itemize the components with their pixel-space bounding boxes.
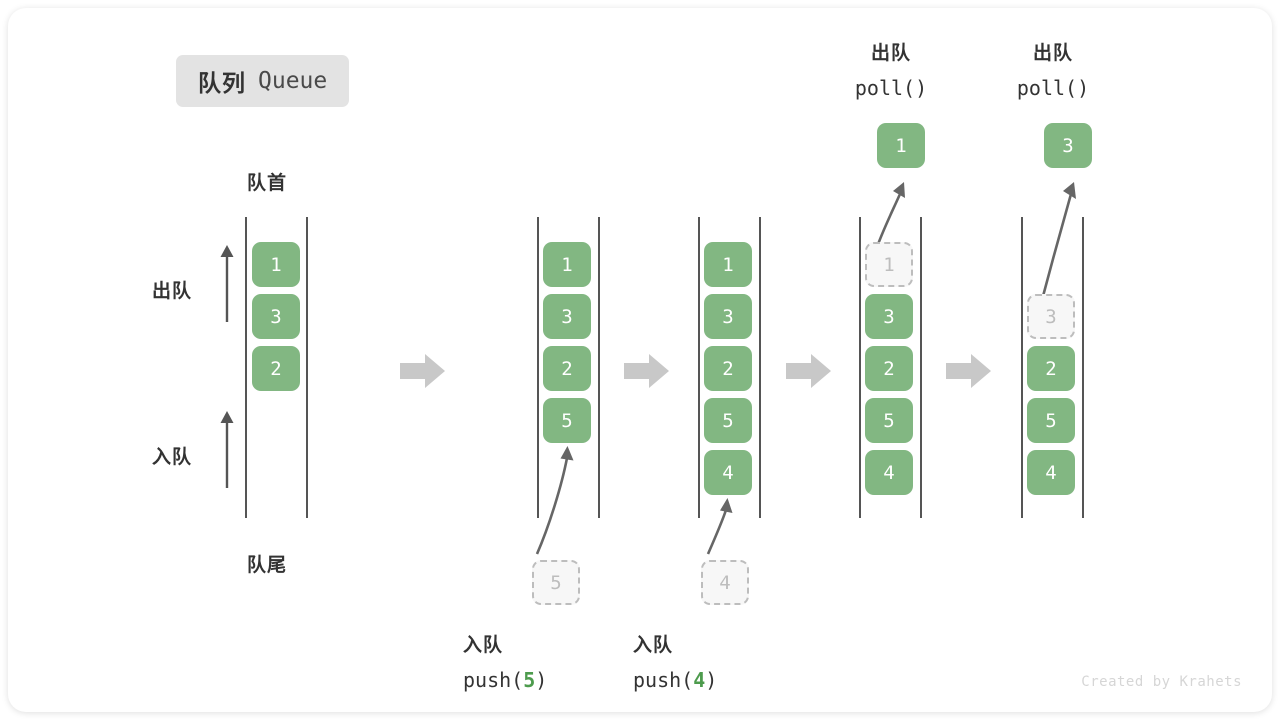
push-4-caption-fn: push(4) [633,668,718,692]
push-5-arrow [535,446,574,555]
step-arrow-1 [400,354,445,388]
step-arrow-3 [786,354,831,388]
col-after-poll-3-rail-right [1082,217,1084,518]
cell-col-initial-2: 2 [252,346,300,391]
diagram-card: 队列 Queue 队首 队尾 出队 入队 1 3 2 1 3 2 5 5 入队 … [8,8,1272,712]
cell-col-after-push-4-4: 4 [704,450,752,495]
poll-3-caption: 出队 poll() [988,36,1118,106]
col-after-push-5-rail-left [537,217,539,518]
push-4-caption-cn: 入队 [633,634,674,656]
queue-tail-label: 队尾 [247,554,288,576]
title-english: Queue [258,68,328,94]
push-5-caption: 入队 push(5) [463,628,648,698]
step-arrow-4 [946,354,991,388]
col-initial-rail-left [245,217,247,518]
cell-col-after-poll-3-3: 4 [1027,450,1075,495]
cell-col-after-poll-3-2: 5 [1027,398,1075,443]
poll-1-caption-fn: poll() [854,76,928,100]
poll-1-arrow [874,182,905,251]
col-after-push-4-rail-right [759,217,761,518]
push-4-ghost-cell: 4 [701,560,749,605]
cell-col-after-poll-1-0: 1 [865,242,913,287]
title-chinese: 队列 [198,71,246,97]
enqueue-direction-arrow [220,411,234,488]
cell-col-after-push-4-2: 2 [704,346,752,391]
cell-col-after-poll-1-3: 5 [865,398,913,443]
col-initial-rail-right [306,217,308,518]
poll-3-caption-cn: 出队 [1032,42,1073,64]
poll-1-caption-cn: 出队 [870,42,911,64]
cell-col-after-push-5-2: 2 [543,346,591,391]
step-arrow-2 [624,354,669,388]
cell-col-after-push-5-1: 3 [543,294,591,339]
dequeue-direction-arrow [220,245,234,322]
push-5-caption-cn: 入队 [463,634,504,656]
col-after-poll-1-rail-left [859,217,861,518]
cell-col-after-push-5-3: 5 [543,398,591,443]
col-after-poll-3-rail-left [1021,217,1023,518]
cell-col-initial-0: 1 [252,242,300,287]
enqueue-side-label: 入队 [152,446,193,468]
push-4-arrow [706,498,733,555]
poll-3-caption-fn: poll() [1016,76,1090,100]
cell-col-after-push-4-1: 3 [704,294,752,339]
poll-1-result-cell: 1 [877,123,925,168]
cell-col-after-poll-3-0: 3 [1027,294,1075,339]
dequeue-side-label: 出队 [152,280,193,302]
cell-col-after-poll-1-1: 3 [865,294,913,339]
poll-1-caption: 出队 poll() [826,36,956,106]
queue-head-label: 队首 [247,172,288,194]
poll-3-arrow [1040,182,1076,301]
cell-col-after-push-5-0: 1 [543,242,591,287]
push-4-caption: 入队 push(4) [633,628,818,698]
push-5-caption-fn: push(5) [463,668,548,692]
cell-col-initial-1: 3 [252,294,300,339]
cell-col-after-poll-1-4: 4 [865,450,913,495]
push-5-ghost-cell: 5 [532,560,580,605]
cell-col-after-push-4-3: 5 [704,398,752,443]
col-after-push-4-rail-left [698,217,700,518]
col-after-push-5-rail-right [598,217,600,518]
cell-col-after-push-4-0: 1 [704,242,752,287]
watermark: Created by Krahets [1081,674,1242,690]
title-badge: 队列 Queue [176,55,350,107]
col-after-poll-1-rail-right [920,217,922,518]
poll-3-result-cell: 3 [1044,123,1092,168]
cell-col-after-poll-3-1: 2 [1027,346,1075,391]
cell-col-after-poll-1-2: 2 [865,346,913,391]
